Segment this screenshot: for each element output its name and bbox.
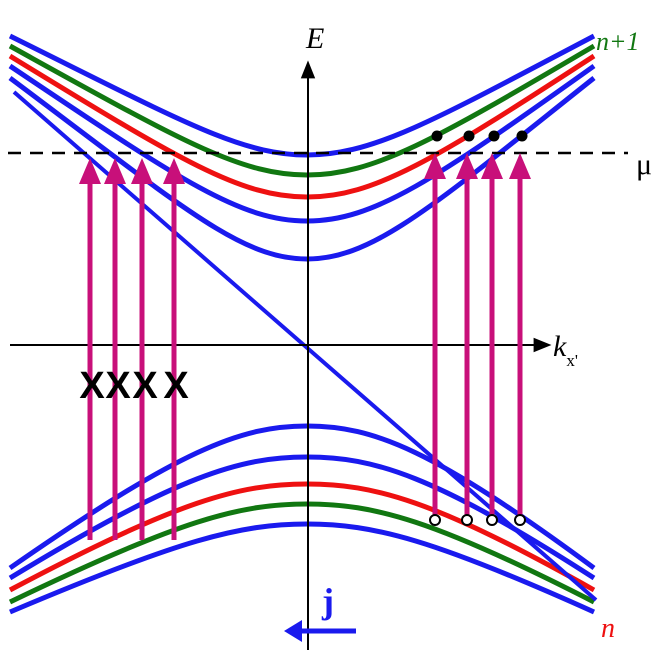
- blocked-transition-marker: X: [79, 365, 105, 407]
- blocked-transition-arrow: [79, 158, 101, 540]
- blocked-transitions: [79, 158, 185, 540]
- allowed-transition-arrow: [424, 153, 446, 518]
- blocked-transition-marker: X: [105, 365, 131, 407]
- current-label: j: [321, 581, 334, 621]
- hole-dot: [429, 514, 441, 526]
- upper-band-3: [8, 75, 596, 262]
- blocked-transition-arrow: [131, 158, 153, 540]
- lower-level-label: n: [601, 613, 615, 644]
- upper-band-1: [8, 33, 596, 158]
- particles: [429, 130, 528, 526]
- conduction-bands: [8, 33, 596, 262]
- upper-band-green-n1: [8, 43, 596, 178]
- allowed-transition-arrow: [509, 153, 531, 518]
- electron-dot: [431, 130, 443, 142]
- valence-bands: [8, 423, 596, 615]
- allowed-transition-arrow: [456, 153, 478, 518]
- momentum-axis-subscript: x': [566, 351, 578, 370]
- blocked-transition-marker: X: [163, 365, 189, 407]
- chemical-potential-label: μ: [636, 148, 652, 181]
- momentum-axis-main: k: [553, 330, 567, 363]
- upper-level-label: n+1: [596, 27, 640, 56]
- hole-dot: [461, 514, 473, 526]
- hole-dot: [486, 514, 498, 526]
- allowed-transition-arrow: [481, 153, 503, 518]
- current-arrow: [284, 620, 356, 642]
- blocked-transition-arrow: [163, 158, 185, 540]
- electron-dot: [463, 130, 475, 142]
- hole-dot: [514, 514, 526, 526]
- blocked-transition-arrow: [104, 158, 126, 540]
- electron-dot: [516, 130, 528, 142]
- lower-band-green: [8, 501, 596, 605]
- allowed-transitions: [424, 153, 531, 518]
- electron-dot: [488, 130, 500, 142]
- energy-axis-label: E: [305, 22, 324, 55]
- blocked-transition-marker: X: [132, 365, 158, 407]
- lower-band-3: [9, 521, 596, 615]
- momentum-axis-label: kx': [553, 330, 578, 370]
